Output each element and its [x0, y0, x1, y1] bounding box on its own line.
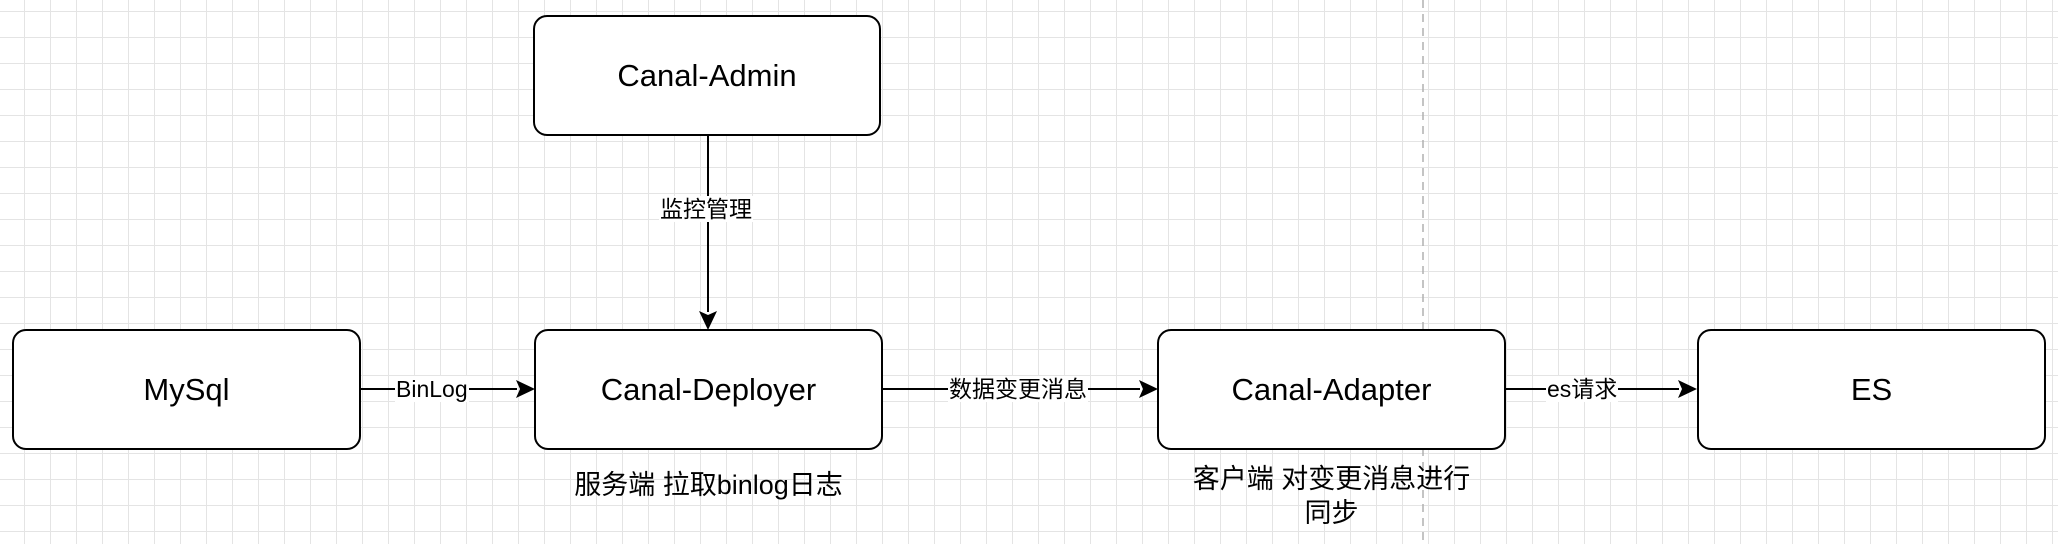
node-label: MySql: [143, 371, 230, 407]
note-adapter[interactable]: 客户端 对变更消息进行 同步: [1157, 462, 1506, 530]
node-canal-admin[interactable]: Canal-Admin: [533, 15, 881, 136]
edge-admin-to-deployer-arrowhead: [699, 311, 717, 330]
note-line: 服务端 拉取binlog日志: [574, 470, 843, 500]
note-deployer[interactable]: 服务端 拉取binlog日志: [534, 468, 883, 502]
edge-adapter-to-es-arrowhead: [1678, 380, 1697, 398]
edge-mysql-to-deployer-arrowhead: [516, 380, 535, 398]
node-es[interactable]: ES: [1697, 329, 2046, 450]
edge-label-mysql-to-deployer[interactable]: BinLog: [395, 376, 469, 402]
edge-label-admin-to-deployer[interactable]: 监控管理: [659, 196, 753, 222]
note-line: 同步: [1304, 498, 1359, 528]
node-label: Canal-Deployer: [600, 371, 817, 407]
node-label: ES: [1850, 371, 1893, 407]
node-label: Canal-Admin: [617, 57, 797, 93]
node-label: Canal-Adapter: [1231, 371, 1432, 407]
note-line: 客户端 对变更消息进行: [1192, 464, 1471, 494]
node-canal-adapter[interactable]: Canal-Adapter: [1157, 329, 1506, 450]
edge-label-adapter-to-es[interactable]: es请求: [1546, 376, 1619, 402]
node-mysql[interactable]: MySql: [12, 329, 361, 450]
node-canal-deployer[interactable]: Canal-Deployer: [534, 329, 883, 450]
edge-deployer-to-adapter-arrowhead: [1139, 380, 1158, 398]
edge-label-deployer-to-adapter[interactable]: 数据变更消息: [948, 376, 1088, 402]
